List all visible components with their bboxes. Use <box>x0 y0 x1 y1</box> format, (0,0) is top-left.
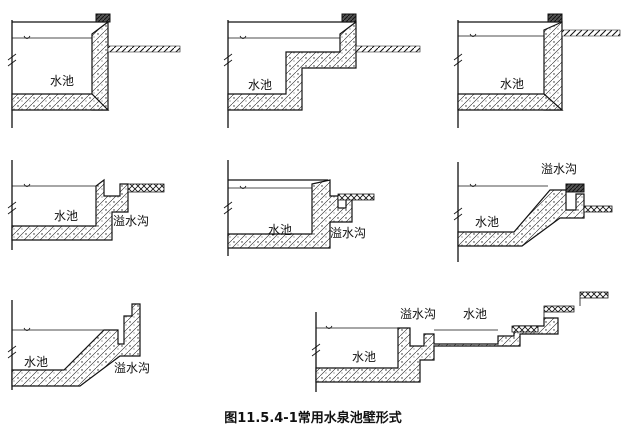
section-sloped-overflow-b: 水池 溢水沟 <box>7 300 150 390</box>
pool-label: 水池 <box>54 209 78 223</box>
pool-label: 水池 <box>352 350 376 364</box>
overflow-ditch-label: 溢水沟 <box>114 361 150 375</box>
section-overflow-ditch-a: 水池 溢水沟 <box>7 160 165 250</box>
overflow-ditch-label: 溢水沟 <box>330 226 366 240</box>
pool-label: 水池 <box>248 78 272 92</box>
pool-label: 水池 <box>24 355 48 369</box>
overflow-ditch-label: 溢水沟 <box>541 162 577 176</box>
pool-label: 水池 <box>50 74 74 88</box>
pool-label: 水池 <box>500 77 524 91</box>
pool-label: 水池 <box>268 223 292 237</box>
section-cascade-steps: 水池 水池 溢水沟 <box>311 291 609 392</box>
section-sloped-overflow: 水池 溢水沟 <box>453 162 613 262</box>
pool-label: 水池 <box>463 307 487 321</box>
section-stepped-wall: 水池 <box>223 13 421 128</box>
overflow-ditch-label: 溢水沟 <box>400 307 436 321</box>
figure-caption: 图11.5.4-1常用水泉池壁形式 <box>224 410 402 426</box>
section-deep-wall: 水池 <box>453 13 621 128</box>
pool-label: 水池 <box>475 215 499 229</box>
section-plain-wall: 水池 <box>7 13 181 128</box>
overflow-ditch-label: 溢水沟 <box>113 214 149 228</box>
section-overflow-ditch-b: 水池 溢水沟 <box>223 160 375 256</box>
